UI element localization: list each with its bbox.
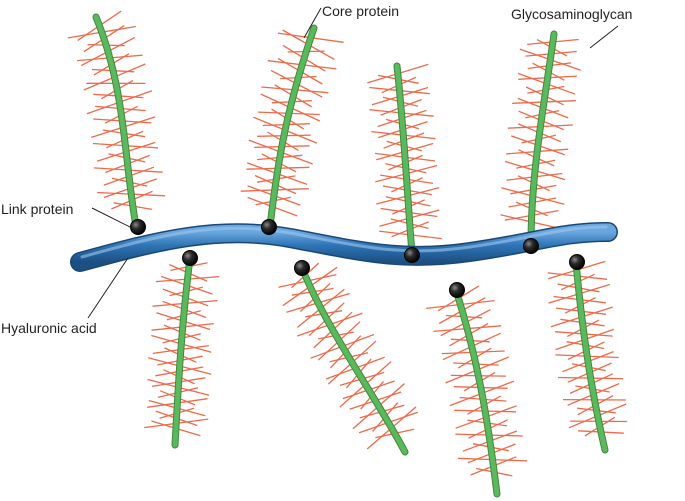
- hyaluronic-acid-strand: [70, 222, 618, 272]
- link-protein-leader: [91, 207, 133, 229]
- link-protein: [449, 282, 465, 298]
- link-protein: [523, 238, 539, 254]
- core-proteins: [92, 13, 609, 498]
- link-protein: [182, 250, 198, 266]
- link-protein-label: Link protein: [1, 201, 73, 217]
- link-protein: [130, 219, 146, 235]
- hyaluronic-acid-leader: [87, 257, 129, 319]
- glycosaminoglycan-label: Glycosaminoglycan: [511, 6, 632, 22]
- core-protein: [172, 255, 193, 448]
- core-protein-label: Core protein: [322, 3, 399, 19]
- glycosaminoglycan-chain-group: [240, 29, 344, 217]
- core-protein: [93, 14, 139, 229]
- core-protein: [299, 265, 408, 455]
- callout-lines: [87, 7, 619, 319]
- core-protein: [528, 31, 557, 247]
- link-protein: [569, 254, 585, 270]
- core-protein: [394, 63, 415, 257]
- core-protein: [453, 287, 500, 497]
- link-protein: [294, 260, 310, 276]
- core-protein: [573, 259, 608, 453]
- core-protein: [267, 25, 317, 229]
- link-protein: [261, 219, 277, 235]
- hyaluronic-acid-label: Hyaluronic acid: [1, 320, 97, 336]
- core-protein-leader: [303, 7, 322, 39]
- glycosaminoglycan-leader: [589, 25, 619, 49]
- link-proteins: [130, 219, 585, 298]
- glycosaminoglycan-chain-group: [67, 10, 166, 211]
- link-protein: [404, 247, 420, 263]
